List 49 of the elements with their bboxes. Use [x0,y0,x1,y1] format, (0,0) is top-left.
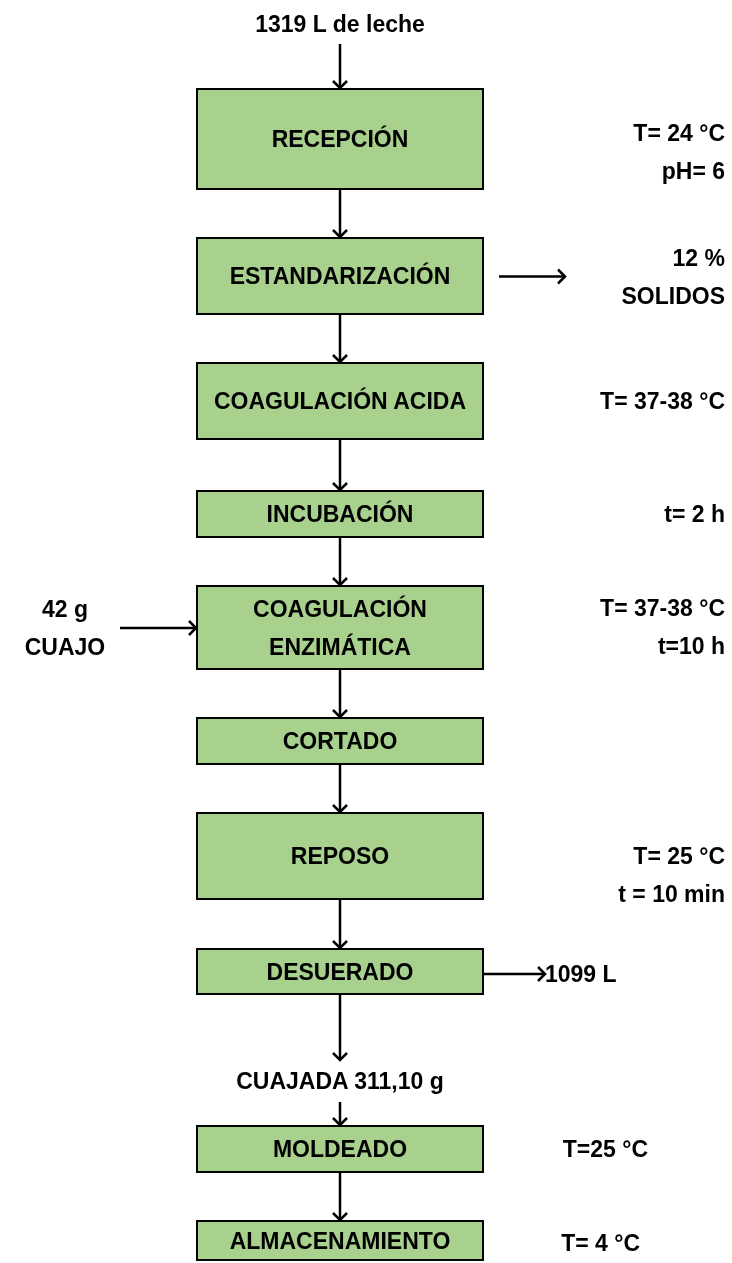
arrow [331,995,349,1062]
step-label: CORTADO [282,727,398,756]
process-box [196,948,484,995]
process-box [196,490,484,538]
flow-text: 1319 L de leche [255,10,425,39]
arrow [331,900,349,950]
step-label: COAGULACIÓN ENZIMÁTICA [252,594,428,662]
condition-note: T=25 °C [562,1135,648,1164]
arrow [331,1173,349,1222]
process-box [196,585,484,670]
arrow [484,965,547,983]
condition-note: t= 2 h [664,500,725,529]
process-box [196,717,484,765]
arrow [499,268,567,285]
process-box [196,362,484,440]
flow-text: CUAJADA 311,10 g [236,1067,444,1096]
step-label: INCUBACIÓN [266,499,414,529]
arrow [331,44,349,90]
process-box [196,1125,484,1173]
step-label: RECEPCIÓN [271,124,409,154]
step-label: MOLDEADO [272,1135,408,1164]
flow-text: 1099 L [545,960,617,989]
condition-note: pH= 6 [660,157,725,186]
condition-note: T= 4 °C [561,1229,640,1258]
arrow [331,1102,349,1127]
flow-text: 42 g CUAJO [23,595,107,662]
arrow [331,765,349,814]
arrow [331,315,349,364]
process-box [196,88,484,190]
flow-text: 12 % SOLIDOS [620,244,725,311]
step-label: REPOSO [290,842,390,871]
step-label: COAGULACIÓN ACIDA [213,386,467,416]
step-label: ESTANDARIZACIÓN [229,261,451,291]
process-box [196,1220,484,1261]
step-label: ALMACENAMIENTO [229,1226,451,1256]
condition-note: T= 25 °C [632,842,725,871]
step-label: DESUERADO [266,957,414,987]
process-box [196,237,484,315]
condition-note: T= 24 °C [633,119,725,148]
arrow [331,190,349,239]
arrow [120,619,198,637]
condition-note: t = 10 min [618,880,725,909]
condition-note: T= 37-38 °C [600,387,725,416]
arrow [331,440,349,492]
condition-note: T= 37-38 °C [600,594,725,623]
condition-note: t=10 h [656,632,725,661]
arrow [331,538,349,587]
arrow [331,670,349,719]
process-box [196,812,484,900]
